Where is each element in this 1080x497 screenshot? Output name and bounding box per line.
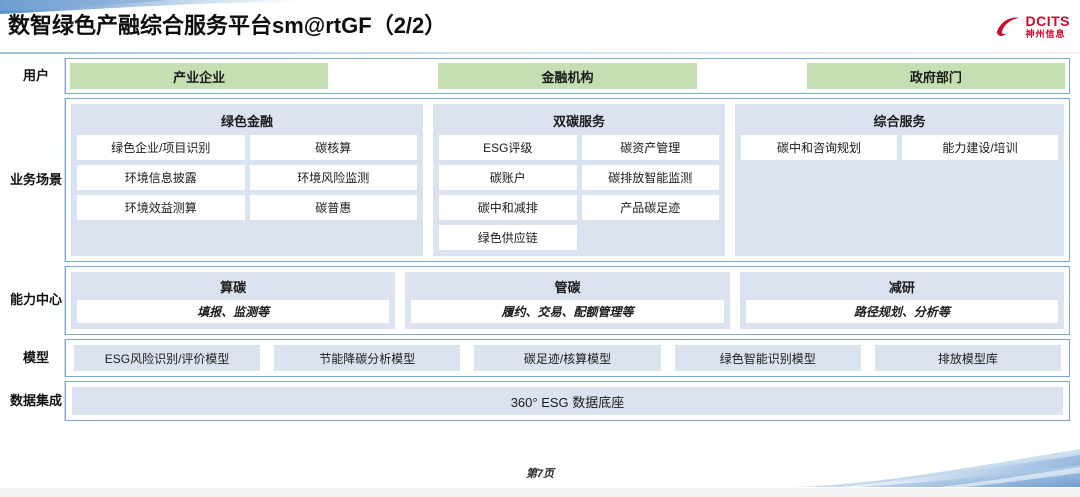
tile-grid-comprehensive: 碳中和咨询规划 能力建设/培训 [741,135,1058,160]
panel-title-green-finance: 绿色金融 [220,114,273,129]
model-chip-green-smart-id[interactable]: 绿色智能识别模型 [674,345,861,371]
footer-band [0,488,1080,497]
row-label-data-integration: 数据集成 [8,381,65,421]
row-data-integration: 数据集成 360° ESG 数据底座 [8,381,1070,421]
cap-title-reduce-research: 减研 [888,280,915,295]
tile-carbon-inclusive[interactable]: 碳普惠 [249,195,417,220]
brand-name: DCITS [1025,13,1070,29]
row-label-scenarios: 业务场景 [8,98,65,262]
cap-panel-reduce-research: 减研 路径规划、分析等 [739,272,1064,329]
tile-capacity-training[interactable]: 能力建设/培训 [902,135,1058,160]
tile-env-disclosure[interactable]: 环境信息披露 [77,165,245,190]
panel-dual-carbon: 双碳服务 ESG评级 碳资产管理 碳账户 碳排放智能监测 碳中和减排 产品碳足迹… [433,104,725,256]
architecture-matrix: 用户 产业企业 金融机构 政府部门 业务场景 绿色金融 绿色企业/项目识别 碳核… [8,58,1070,425]
row-body-model: ESG风险识别/评价模型 节能降碳分析模型 碳足迹/核算模型 绿色智能识别模型 … [65,339,1070,377]
tile-carbon-emission-monitor[interactable]: 碳排放智能监测 [581,165,719,190]
tile-grid-dual-carbon: ESG评级 碳资产管理 碳账户 碳排放智能监测 碳中和减排 产品碳足迹 绿色供应… [439,135,719,250]
tile-green-supply-chain[interactable]: 绿色供应链 [439,225,577,250]
panel-comprehensive-service: 综合服务 碳中和咨询规划 能力建设/培训 [735,104,1064,256]
cap-title-manage-carbon: 管碳 [554,280,581,295]
row-body-data-integration: 360° ESG 数据底座 [65,381,1070,421]
tile-esg-rating[interactable]: ESG评级 [439,135,577,160]
title-bar: 数智绿色产融综合服务平台sm@rtGF（2/2） DCITS 神州信息 [0,8,1080,54]
row-users: 用户 产业企业 金融机构 政府部门 [8,58,1070,94]
cap-sub-compute-carbon[interactable]: 填报、监测等 [77,300,390,323]
brand-logo: DCITS 神州信息 [995,14,1071,39]
data-band-esg-foundation[interactable]: 360° ESG 数据底座 [72,387,1063,415]
cap-panel-manage-carbon: 管碳 履约、交易、配额管理等 [405,272,730,329]
panel-title-dual-carbon: 双碳服务 [552,114,605,129]
cap-sub-reduce-research[interactable]: 路径规划、分析等 [745,300,1058,323]
tile-carbon-accounting[interactable]: 碳核算 [249,135,417,160]
cap-sub-manage-carbon[interactable]: 履约、交易、配额管理等 [411,300,724,323]
tile-product-carbon-footprint[interactable]: 产品碳足迹 [581,195,719,220]
panel-title-comprehensive: 综合服务 [873,114,926,129]
tile-env-risk-monitor[interactable]: 环境风险监测 [249,165,417,190]
user-chip-industry[interactable]: 产业企业 [70,63,329,89]
tile-carbon-neutral-reduction[interactable]: 碳中和减排 [439,195,577,220]
row-capability-center: 能力中心 算碳 填报、监测等 管碳 履约、交易、配额管理等 减研 路径规划、分析… [8,266,1070,335]
brand-text: DCITS 神州信息 [1026,14,1071,39]
brand-subtitle: 神州信息 [1025,29,1066,39]
title-underline [0,52,1080,54]
tile-green-enterprise-id[interactable]: 绿色企业/项目识别 [77,135,245,160]
row-body-users: 产业企业 金融机构 政府部门 [65,58,1070,94]
user-chip-government[interactable]: 政府部门 [806,63,1065,89]
row-label-model: 模型 [8,339,65,377]
panel-green-finance: 绿色金融 绿色企业/项目识别 碳核算 环境信息披露 环境风险监测 环境效益测算 … [71,104,423,256]
row-body-capability: 算碳 填报、监测等 管碳 履约、交易、配额管理等 减研 路径规划、分析等 [65,266,1070,335]
row-body-scenarios: 绿色金融 绿色企业/项目识别 碳核算 环境信息披露 环境风险监测 环境效益测算 … [65,98,1070,262]
tile-carbon-consulting[interactable]: 碳中和咨询规划 [741,135,897,160]
cap-panel-compute-carbon: 算碳 填报、监测等 [71,272,396,329]
tile-carbon-account[interactable]: 碳账户 [439,165,577,190]
row-scenarios: 业务场景 绿色金融 绿色企业/项目识别 碳核算 环境信息披露 环境风险监测 环境… [8,98,1070,262]
row-label-users: 用户 [8,58,65,94]
page-title: 数智绿色产融综合服务平台sm@rtGF（2/2） [8,13,447,38]
user-chip-financial[interactable]: 金融机构 [438,63,697,89]
dcits-swirl-icon [996,17,1019,36]
tile-carbon-asset-mgmt[interactable]: 碳资产管理 [581,135,719,160]
model-chip-esg-risk[interactable]: ESG风险识别/评价模型 [74,345,261,371]
model-chip-energy-saving[interactable]: 节能降碳分析模型 [274,345,461,371]
tile-grid-green-finance: 绿色企业/项目识别 碳核算 环境信息披露 环境风险监测 环境效益测算 碳普惠 [77,135,417,220]
row-label-capability: 能力中心 [8,266,65,335]
row-model: 模型 ESG风险识别/评价模型 节能降碳分析模型 碳足迹/核算模型 绿色智能识别… [8,339,1070,377]
page-number: 第7页 [525,468,555,480]
model-chip-emission-library[interactable]: 排放模型库 [874,345,1062,371]
model-chip-carbon-footprint[interactable]: 碳足迹/核算模型 [474,345,661,371]
cap-title-compute-carbon: 算碳 [220,280,247,295]
tile-env-benefit-calc[interactable]: 环境效益测算 [77,195,245,220]
